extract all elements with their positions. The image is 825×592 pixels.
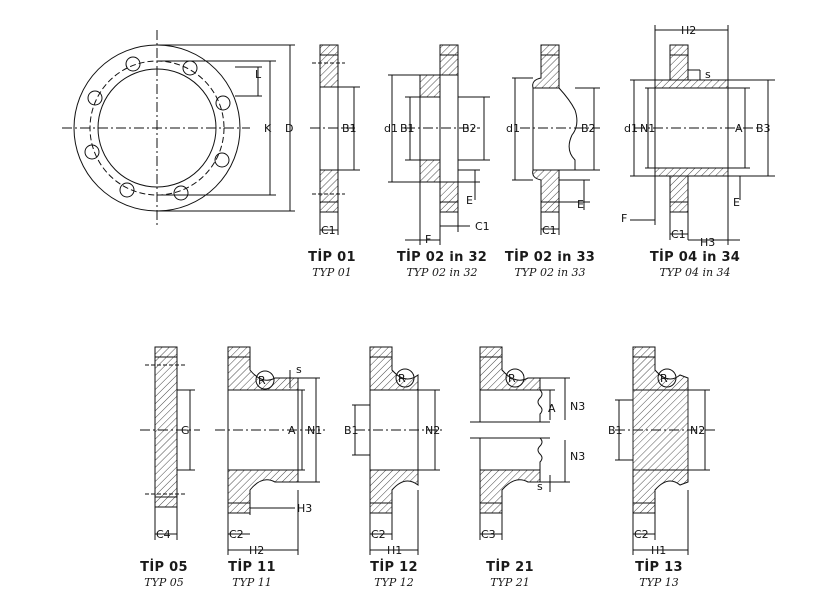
- caption-tip: TİP 02 in 32: [396, 250, 488, 265]
- dim-C4-t05: C4: [156, 528, 171, 541]
- dim-s-t21: s: [537, 480, 543, 493]
- caption-typ: TYP 02 in 32: [406, 266, 478, 279]
- dim-N1-t0434: N1: [640, 122, 655, 135]
- dim-H2-t11: H2: [249, 544, 264, 557]
- caption-typ12: TİP 12 TYP 12: [334, 560, 454, 589]
- flange-front-view: [62, 30, 295, 228]
- dim-G-t05: G: [181, 424, 190, 437]
- dim-H3-t0434: H3: [700, 236, 715, 249]
- caption-tip: TİP 02 in 33: [504, 250, 596, 265]
- caption-typ04-34: TİP 04 in 34 TYP 04 in 34: [635, 250, 755, 279]
- dim-C3-t21: C3: [481, 528, 496, 541]
- dim-B1-t12: B1: [344, 424, 359, 437]
- typ05-section: [140, 346, 200, 540]
- typ01-section: [310, 44, 360, 235]
- typ02-32-section: [388, 44, 490, 245]
- dim-s-t11: s: [296, 363, 302, 376]
- dim-B1-t01: B1: [342, 122, 357, 135]
- dim-N3-bottom-t21: N3: [570, 450, 585, 463]
- typ21-section: [470, 346, 570, 540]
- caption-typ05: TİP 05 TYP 05: [104, 560, 224, 589]
- dim-d1-t0233: d1: [506, 122, 520, 135]
- dim-B2-t0233: B2: [581, 122, 596, 135]
- typ11-section: [215, 346, 325, 555]
- dim-H3-t11: H3: [297, 502, 312, 515]
- caption-tip: TİP 01: [308, 250, 356, 265]
- dim-B1-t0232: B1: [400, 122, 415, 135]
- dim-C1-t01: C1: [321, 224, 336, 237]
- dim-N2-t12: N2: [425, 424, 440, 437]
- caption-typ: TYP 01: [312, 266, 352, 279]
- dim-H1-t12: H1: [387, 544, 402, 557]
- dim-E-t0233: E: [577, 198, 584, 211]
- caption-typ: TYP 12: [374, 576, 414, 589]
- caption-tip: TİP 21: [486, 560, 534, 575]
- caption-tip: TİP 04 in 34: [649, 250, 741, 265]
- caption-typ: TYP 05: [144, 576, 184, 589]
- dim-N3-top-t21: N3: [570, 400, 585, 413]
- typ02-33-section: [512, 44, 600, 235]
- caption-typ13: TİP 13 TYP 13: [599, 560, 719, 589]
- dim-d1-t0434: d1: [624, 122, 638, 135]
- dim-H1-t13: H1: [651, 544, 666, 557]
- caption-typ: TYP 13: [639, 576, 679, 589]
- dim-B1-t13: B1: [608, 424, 623, 437]
- dim-C2-t11: C2: [229, 528, 244, 541]
- dim-R-t21: R: [508, 372, 516, 385]
- dim-R-t12: R: [398, 372, 406, 385]
- caption-typ02-33: TİP 02 in 33 TYP 02 in 33: [490, 250, 610, 279]
- dim-F-t0232: F: [425, 233, 431, 246]
- caption-tip: TİP 12: [370, 560, 418, 575]
- dim-R-t11: R: [258, 374, 266, 387]
- caption-typ01: TİP 01 TYP 01: [272, 250, 392, 279]
- dim-E-t0232: E: [466, 194, 473, 207]
- caption-typ: TYP 04 in 34: [659, 266, 731, 279]
- dim-B2-t0232: B2: [462, 122, 477, 135]
- dim-C1-t0232: C1: [475, 220, 490, 233]
- typ04-34-section: [630, 25, 775, 245]
- dim-C1-t0233: C1: [542, 224, 557, 237]
- caption-typ21: TİP 21 TYP 21: [450, 560, 570, 589]
- dim-C1-t0434: C1: [671, 228, 686, 241]
- dim-d1-t0232: d1: [384, 122, 398, 135]
- dim-K: K: [264, 122, 272, 135]
- dim-E-t0434: E: [733, 196, 740, 209]
- caption-typ: TYP 02 in 33: [514, 266, 586, 279]
- dim-R-t13: R: [660, 372, 668, 385]
- dim-C2-t12: C2: [371, 528, 386, 541]
- caption-tip: TİP 13: [635, 560, 683, 575]
- caption-typ11: TİP 11 TYP 11: [192, 560, 312, 589]
- dim-L: L: [255, 68, 262, 81]
- typ13-section: [615, 346, 715, 555]
- dimension-labels: L K D B1 C1 d1 B1 B2 E C1 F d1 B2 E C1 H…: [156, 24, 771, 557]
- caption-typ: TYP 11: [232, 576, 272, 589]
- dim-s-t0434: s: [705, 68, 711, 81]
- caption-tip: TİP 05: [140, 560, 188, 575]
- dim-H2-t0434: H2: [681, 24, 696, 37]
- dim-A-t11: A: [288, 424, 296, 437]
- typ12-section: [352, 346, 445, 555]
- dim-A-t0434: A: [735, 122, 743, 135]
- dim-C2-t13: C2: [634, 528, 649, 541]
- dim-D: D: [285, 122, 293, 135]
- dim-N2-t13: N2: [690, 424, 705, 437]
- dim-A-t21: A: [548, 402, 556, 415]
- dim-N1-t11: N1: [307, 424, 322, 437]
- dim-B3-t0434: B3: [756, 122, 771, 135]
- caption-tip: TİP 11: [228, 560, 276, 575]
- dim-F-t0434: F: [621, 212, 627, 225]
- caption-typ: TYP 21: [490, 576, 530, 589]
- caption-typ02-32: TİP 02 in 32 TYP 02 in 32: [382, 250, 502, 279]
